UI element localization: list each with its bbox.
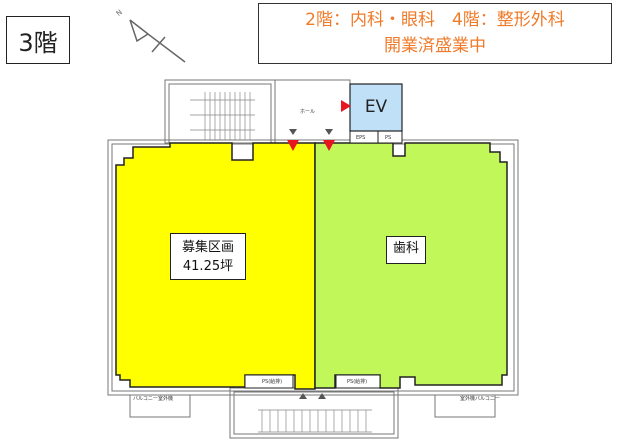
balcony-label-right: バルコニー [475,396,500,402]
dental-unit-area [314,142,508,389]
ps-label-right: PS(給排) [347,378,367,385]
entrance-marker-icon [287,140,299,151]
ps-label-top: PS [385,135,391,141]
ps-label-left: PS(給排) [262,378,282,385]
ev-marker-icon [341,100,351,112]
arrow-up-icon [299,393,307,399]
tenant-notice: 2階：内科・眼科 4階：整形外科 開業済盛業中 [258,3,612,64]
notice-line-2: 開業済盛業中 [384,36,486,56]
balcony-label-left: バルコニー [133,396,158,402]
floor-label: 3階 [6,16,70,64]
hall-label: ホール [300,109,315,115]
arrow-down-icon [289,129,297,135]
notice-line-1: 2階：内科・眼科 4階：整形外科 [305,10,565,30]
eps-label: EPS [356,135,365,141]
vacant-unit-area-text: 41.25坪 [182,259,234,274]
vacant-unit-label: 募集区画 41.25坪 [170,233,246,280]
vacant-unit-name: 募集区画 [181,240,234,255]
arrow-up-icon [318,393,326,399]
compass-icon: N [115,8,186,63]
entrance-marker-icon [323,140,335,151]
dental-unit-label: 歯科 [386,236,426,264]
elevator-box [349,83,403,132]
north-label: N [115,8,124,18]
outdoor-unit-label-left: 室外機 [158,395,173,402]
arrow-down-icon [325,129,333,135]
ev-label: EV [364,97,388,117]
outdoor-unit-label-right: 室外機 [460,395,475,402]
